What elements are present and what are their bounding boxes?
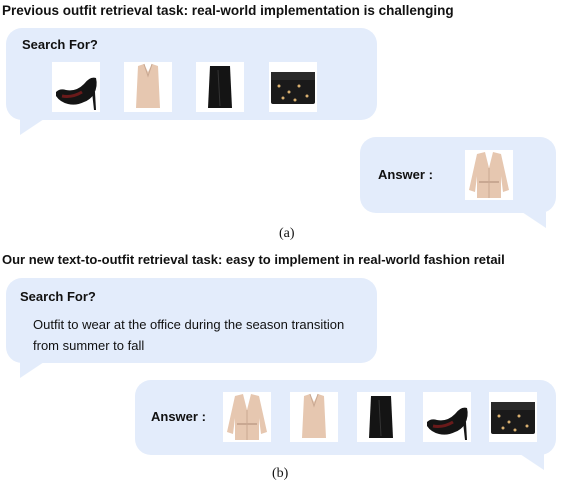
clutch-icon xyxy=(269,62,317,112)
heels-icon xyxy=(52,62,100,112)
blouse-icon xyxy=(290,392,338,442)
answer-label-b: Answer : xyxy=(151,409,206,424)
search-label-b: Search For? xyxy=(20,289,96,304)
skirt-icon xyxy=(357,392,405,442)
answer-label-a: Answer : xyxy=(378,167,433,182)
query-text: Outfit to wear at the office during the … xyxy=(33,317,345,353)
panel-a-title: Previous outfit retrieval task: real-wor… xyxy=(2,3,454,18)
answer-bubble-a xyxy=(360,137,556,213)
answer-bubble-a-tail xyxy=(522,212,546,228)
skirt-icon xyxy=(196,62,244,112)
heels-icon xyxy=(423,392,471,442)
cardigan-icon xyxy=(465,150,513,200)
answer-bubble-b-tail xyxy=(520,454,544,470)
query-bubble-b-tail xyxy=(20,362,44,378)
clutch-icon xyxy=(489,392,537,442)
panel-b-title: Our new text-to-outfit retrieval task: e… xyxy=(2,252,505,267)
search-label-a: Search For? xyxy=(22,37,98,52)
cardigan-icon xyxy=(223,392,271,442)
query-bubble-a-tail xyxy=(20,119,44,135)
caption-a: (a) xyxy=(279,226,295,241)
blouse-icon xyxy=(124,62,172,112)
caption-b: (b) xyxy=(272,466,289,481)
query-bubble-b xyxy=(6,278,377,363)
answer-bubble-b xyxy=(135,380,556,455)
